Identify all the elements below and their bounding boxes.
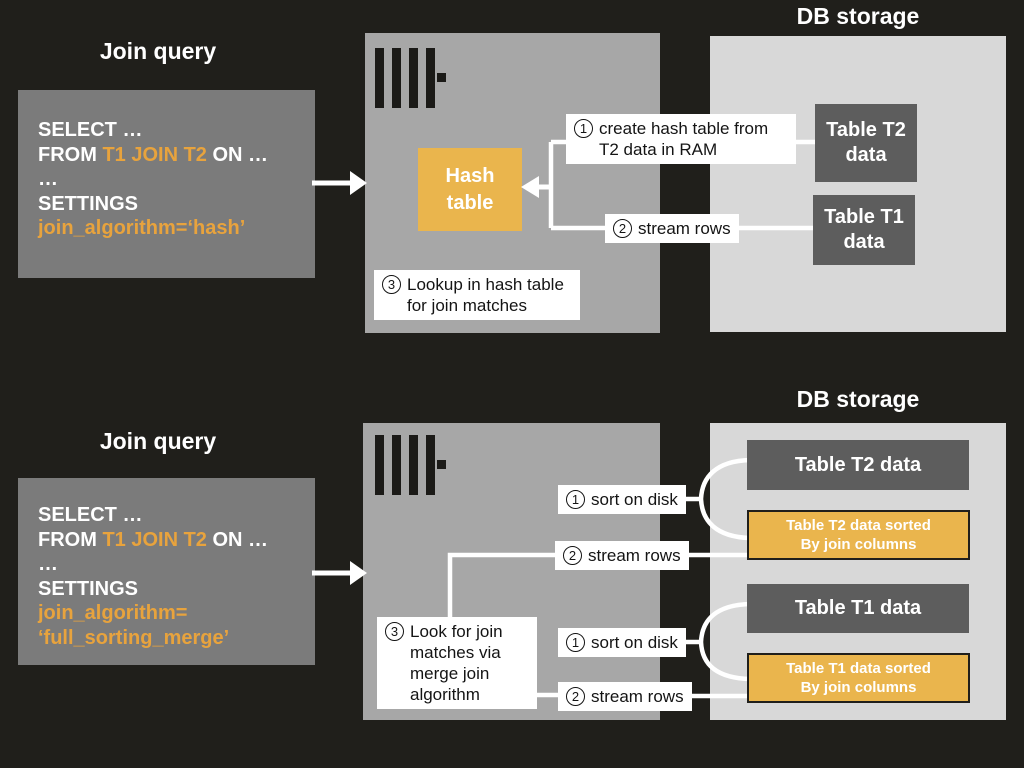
sql-join-algorithm: join_algorithm= <box>38 602 188 624</box>
step-create-hash-table-label: 1 create hash table from T2 data in RAM <box>566 114 796 164</box>
bottom-db-storage-title: DB storage <box>796 386 920 412</box>
step-text-line: sort on disk <box>591 490 678 509</box>
table-t2-data-box: Table T2 data <box>815 104 917 182</box>
table-label-line: By join columns <box>800 679 917 696</box>
step-text-line: merge join <box>410 664 490 683</box>
step-number-icon: 1 <box>566 633 585 652</box>
step-text-line: Look for join <box>410 622 503 641</box>
table-label-line: Table T1 data sorted <box>786 660 931 677</box>
table-t2-sorted-box: Table T2 data sorted By join columns <box>747 510 970 560</box>
top-db-storage-box <box>710 36 1006 332</box>
sql-join-algorithm: join_algorithm=‘hash’ <box>38 217 246 239</box>
sql-on: ON … <box>206 143 269 166</box>
query-line: ‘full_sorting_merge’ <box>38 626 315 651</box>
clickhouse-logo-icon <box>375 48 447 108</box>
step-number-icon: 2 <box>566 687 585 706</box>
step-stream-rows-label: 2 stream rows <box>605 214 739 243</box>
step-sort-on-disk-t2-label: 1 sort on disk <box>558 485 686 514</box>
query-line: SETTINGS <box>38 192 315 217</box>
sql-ellipsis: … <box>38 168 58 190</box>
sql-select: SELECT … <box>38 504 143 526</box>
sql-on: ON … <box>206 528 269 551</box>
step-text-line: Lookup in hash table <box>407 275 564 294</box>
step-merge-join-label: 3 Look for join matches via merge join a… <box>377 617 537 709</box>
query-line: SETTINGS <box>38 577 315 602</box>
step-text-line: matches via <box>410 643 501 662</box>
query-line: join_algorithm=‘hash’ <box>38 216 315 241</box>
step-number-icon: 3 <box>385 622 404 641</box>
sql-from: FROM <box>38 528 103 551</box>
sql-settings: SETTINGS <box>38 577 139 600</box>
query-line: SELECT … <box>38 118 315 143</box>
table-label-line: Table T1 <box>824 206 904 228</box>
step-stream-rows-t2-label: 2 stream rows <box>555 541 689 570</box>
top-join-query-box: SELECT … FROM T1 JOIN T2 ON … … SETTINGS… <box>18 90 315 278</box>
top-join-query-title: Join query <box>99 38 217 64</box>
step-text-line: T2 data in RAM <box>599 140 718 159</box>
step-number-icon: 2 <box>563 546 582 565</box>
sql-join-algorithm-value: ‘full_sorting_merge’ <box>38 626 230 649</box>
step-number-icon: 1 <box>566 490 585 509</box>
query-line: … <box>38 167 315 192</box>
step-number-icon: 1 <box>574 119 593 138</box>
step-lookup-hash-table-label: 3 Lookup in hash table for join matches <box>374 270 580 320</box>
table-label-line: By join columns <box>800 536 917 553</box>
query-line: FROM T1 JOIN T2 ON … <box>38 143 315 168</box>
step-number-icon: 3 <box>382 275 401 294</box>
step-text-line: create hash table from <box>599 119 769 138</box>
query-line: … <box>38 552 315 577</box>
sql-ellipsis: … <box>38 553 58 575</box>
sql-join-tables: T1 JOIN T2 <box>102 143 207 166</box>
table-t1-sorted-box: Table T1 data sorted By join columns <box>747 653 970 703</box>
top-db-storage-title: DB storage <box>796 3 920 29</box>
bottom-join-query-title: Join query <box>99 428 217 454</box>
hash-table-label-line: Hash <box>445 164 495 187</box>
sql-settings: SETTINGS <box>38 192 139 215</box>
step-text-line: for join matches <box>407 296 527 315</box>
clickhouse-logo-icon <box>375 435 447 495</box>
table-t1-data-box: Table T1 data <box>813 195 915 265</box>
step-text-line: sort on disk <box>591 633 678 652</box>
step-text-line: stream rows <box>638 219 731 238</box>
step-text-line: stream rows <box>591 687 684 706</box>
table-label-line: Table T2 data sorted <box>786 517 931 534</box>
table-label-line: data <box>843 231 885 253</box>
step-text-line: algorithm <box>410 685 480 704</box>
table-label-line: data <box>845 144 887 166</box>
step-number-icon: 2 <box>613 219 632 238</box>
sql-from: FROM <box>38 143 103 166</box>
query-line: join_algorithm= <box>38 601 315 626</box>
hash-table-label-line: table <box>446 191 494 214</box>
sql-select: SELECT … <box>38 119 143 141</box>
query-line: SELECT … <box>38 503 315 528</box>
bottom-join-query-box: SELECT … FROM T1 JOIN T2 ON … … SETTINGS… <box>18 478 315 665</box>
sql-join-tables: T1 JOIN T2 <box>102 528 207 551</box>
step-sort-on-disk-t1-label: 1 sort on disk <box>558 628 686 657</box>
table-label-line: Table T1 data <box>794 597 922 619</box>
table-label-line: Table T2 data <box>794 453 922 476</box>
hash-table-box: Hash table <box>418 148 522 231</box>
step-stream-rows-t1-label: 2 stream rows <box>558 682 692 711</box>
table-label-line: Table T2 <box>826 119 906 141</box>
step-text-line: stream rows <box>588 546 681 565</box>
query-line: FROM T1 JOIN T2 ON … <box>38 528 315 553</box>
table-t2-data-box: Table T2 data <box>747 440 969 490</box>
table-t1-data-box: Table T1 data <box>747 584 969 633</box>
